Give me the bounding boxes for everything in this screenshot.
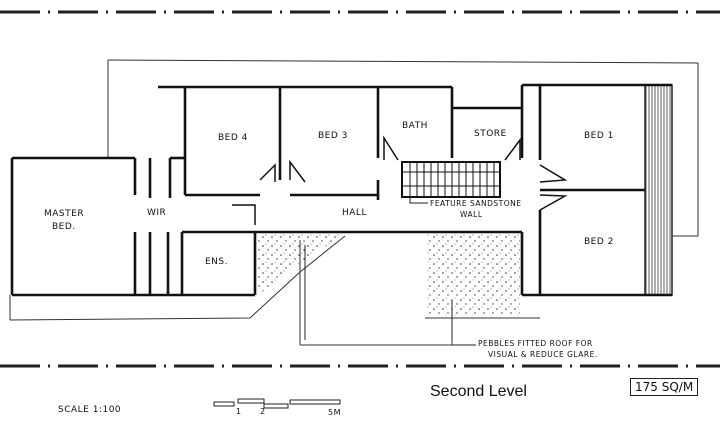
room-label-master-bed: MASTER [44,209,85,219]
scale-bar [213,398,341,409]
area-label: 175 SQ/M [630,378,699,396]
room-label-bed2: BED 2 [584,237,614,247]
scale-tick-1: 1 [236,407,242,416]
room-label-bed4: BED 4 [218,133,248,143]
walls [10,83,672,297]
roof-note-2: VISUAL & REDUCE GLARE. [488,350,598,359]
room-label-bed3: BED 3 [318,131,348,141]
pebble-roof-area [426,234,520,316]
stairs [401,161,501,198]
door-swings [232,135,568,225]
scale-tick-2: 2 [260,407,266,416]
room-label-hall: HALL [342,208,367,218]
stair-treads [409,162,495,197]
feature-wall-note-2: WALL [460,210,483,219]
scale-label: SCALE 1:100 [58,405,122,415]
room-label-master-bed-2: BED. [52,222,76,232]
room-label-bed1: BED 1 [584,131,614,141]
roof-outline [9,59,699,346]
plan-title: Second Level [430,383,527,400]
roof-note: PEBBLES FITTED ROOF FOR [478,339,593,348]
room-label-ens: ENS. [205,257,228,267]
feature-wall-note: FEATURE SANDSTONE [430,199,522,208]
room-label-bath: BATH [402,121,428,131]
leader-lines [304,168,476,346]
pebble-roof-area [258,232,350,292]
scale-tick-5m: 5M [328,408,341,417]
room-label-wir: WIR [147,208,167,218]
deck-strip [644,84,673,296]
room-label-store: STORE [474,129,507,139]
